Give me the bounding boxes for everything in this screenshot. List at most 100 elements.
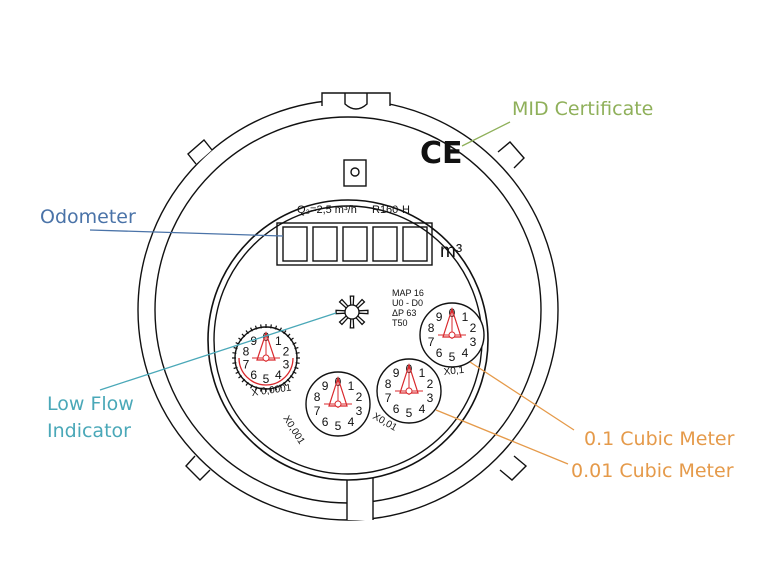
face-lug [343,159,367,187]
dial-digit: 7 [428,335,435,349]
dial-digit: 2 [283,345,290,359]
dial-digit: 5 [263,372,270,386]
dial-digit: 9 [436,310,443,324]
spec-line: T50 [392,318,408,328]
dial-digit: 4 [462,346,469,360]
left-lug-bottom [185,455,211,481]
odometer-drum [342,226,368,262]
dial-digit: 6 [250,368,257,382]
leader-mid-certificate [461,121,511,147]
dial-digit: 1 [419,366,426,380]
dial-pivot [262,354,270,362]
left-lug-top [187,138,213,165]
dial-tick [241,378,246,383]
odometer-unit: m³ [440,241,462,262]
dial-digit: 8 [428,321,435,335]
spec-line: MAP 16 [392,288,424,298]
dial-digit: 8 [243,345,250,359]
dial-tick [232,362,237,364]
dial-tick [241,333,246,338]
leader-odometer [89,229,284,237]
dial-digit: 3 [470,335,477,349]
dial-digit: 6 [322,415,329,429]
dial-digit: 4 [348,415,355,429]
dial-digit: 3 [427,391,434,405]
dial-tick [233,346,238,350]
dial-tick [283,381,287,386]
dial-digit: 2 [470,321,477,335]
dial-digit: 9 [322,379,329,393]
leader-low-flow [99,312,337,391]
dial-digit: 6 [393,402,400,416]
dial-red-arc [238,357,294,386]
dial-tick [238,375,243,379]
top-tab [321,92,391,106]
dial-tick [232,352,237,354]
dial-digit: 3 [356,404,363,418]
label-mid-certificate: MID Certificate [512,98,654,120]
dial-digit: 5 [406,406,413,420]
dial-digit: 8 [314,390,321,404]
top-tab-slot [344,93,368,110]
dial-digit: 6 [436,346,443,360]
dial-digit: 9 [250,334,257,348]
label-tenth-cubic-meter: 0.1 Cubic Meter [584,428,735,450]
dial-tick [295,352,300,354]
dial-tick [283,330,287,335]
dial-tick [270,387,272,392]
dials: 0123456789012345678901234567890123456789 [232,302,485,437]
odometer-frame [276,222,433,266]
dial-digit: 7 [385,391,392,405]
dial-digit: 1 [348,379,355,393]
right-lug-bottom [499,455,528,481]
low-flow-indicator [335,295,369,329]
dial-digit: 4 [275,368,282,382]
odometer-drum [282,226,308,262]
dial-tick [254,325,258,330]
dial-tick [260,324,262,329]
spec-line: U0 - D0 [392,298,423,308]
dial-tick [270,324,272,329]
dial-digit: 1 [275,334,282,348]
dial-tick [274,325,278,330]
leader-tenth-cubic-meter [469,361,575,431]
dial-digit: 8 [385,377,392,391]
dial-tick [295,362,300,364]
dial-tick [245,381,249,386]
leader-hundredth-cubic-meter [435,409,569,465]
dial-digit: 7 [243,357,250,371]
dial-digit: 3 [283,357,290,371]
dial-tick [260,387,262,392]
right-lug-top [497,141,525,169]
dial-tick [289,337,294,341]
dial-digit: 5 [335,419,342,433]
spec-line: ΔP 63 [392,308,416,318]
dial-tick [292,342,297,345]
label-low-flow-line2: Indicator [47,420,131,442]
dial-tick [238,337,243,341]
dial-pivot [334,400,342,408]
ce-mark: CE [420,136,463,171]
dial-digit: 4 [419,402,426,416]
face-lug-hole [350,167,360,177]
odometer-drum [402,226,428,262]
dial-tick [292,371,297,374]
dial-tick [279,384,282,389]
dial-tick [233,366,238,370]
dial-tick [245,330,249,335]
label-odometer: Odometer [40,206,136,228]
dial-digit: 2 [356,390,363,404]
dial-tick [289,375,294,379]
dial-tick [286,333,291,338]
model-number: R160-H [372,204,410,216]
dial-tick [286,378,291,383]
odometer-drum [372,226,398,262]
dial-tick [250,327,253,332]
dial-tick [235,371,240,374]
dial-pivot [448,331,456,339]
